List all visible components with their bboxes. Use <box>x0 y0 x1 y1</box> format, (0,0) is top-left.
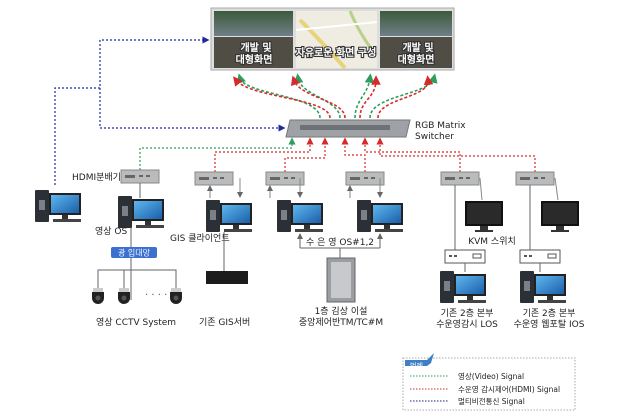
cctv-label: 영상 CCTV System <box>96 317 176 328</box>
legend-title: 범례 <box>410 361 423 370</box>
hdmi-signal-lines <box>214 137 536 172</box>
cctv-camera-icon <box>170 288 182 304</box>
video-wall: 개발 및 대형화면 자유로운 화면 구성 개발 및 대형화면 <box>210 7 455 71</box>
gis-kvm-extender <box>194 171 234 186</box>
network-badge <box>111 247 157 258</box>
ios-label-1: 기존 2층 본부 <box>523 308 576 319</box>
screen-right-label-2: 대형화면 <box>398 53 435 66</box>
gis-server <box>206 271 248 284</box>
rgb-matrix-switcher: RGB Matrix Switcher <box>285 119 466 142</box>
screen-center-label: 자유로운 화면 구성 <box>296 46 377 59</box>
switcher-output-lines <box>233 73 438 119</box>
screen-left-label-2: 대형화면 <box>236 53 273 66</box>
hdmi-splitter-label: HDMI분배기 <box>72 172 121 183</box>
legend-video-label: 영상(Video) Signal <box>458 371 524 381</box>
gis-server-label: 기존 GIS서버 <box>199 317 250 328</box>
screen-center-map: 자유로운 화면 구성 <box>295 10 377 70</box>
switcher-label-1: RGB Matrix <box>415 121 466 131</box>
cctv-camera-icon <box>92 288 104 304</box>
ios-pc <box>520 271 566 303</box>
legend-hdmi-label: 수운영 감시제어(HDMI) Signal <box>458 384 560 394</box>
os2-extender <box>345 171 385 186</box>
ios-monitor <box>541 201 579 232</box>
network-label: 광 입대망 <box>118 248 151 258</box>
los-label-2: 수운영감시 LOS <box>436 318 498 330</box>
kvm-switch-ios <box>519 249 561 264</box>
central-rack <box>326 257 356 303</box>
multivision-pc <box>35 190 81 222</box>
screen-left: 개발 및 대형화면 <box>214 11 293 68</box>
los-extender <box>440 171 480 186</box>
video-signal-lines <box>139 137 296 170</box>
os2-pc <box>357 200 403 232</box>
hdmi-splitter <box>120 169 160 184</box>
switcher-label-2: Switcher <box>415 132 454 142</box>
legend-multivision-label: 멀티비전통신 Signal <box>458 396 525 406</box>
kvm-switch-los <box>444 249 486 264</box>
screen-right-label-1: 개발 및 <box>402 41 433 54</box>
kvm-label: KVM 스위치 <box>468 235 516 247</box>
central-label-2: 중앙제어반TM/TC#M <box>299 316 383 328</box>
multivision-lines <box>54 36 286 185</box>
screen-left-label-1: 개발 및 <box>240 41 271 54</box>
ios-label-2: 수운영 웹포탈 IOS <box>514 319 585 330</box>
cctv-ellipsis: · · · · <box>145 290 167 301</box>
screen-right: 개발 및 대형화면 <box>380 11 452 68</box>
legend: 범례 영상(Video) Signal 수운영 감시제어(HDMI) Signa… <box>402 353 576 411</box>
central-label-1: 1층 김상 이설 <box>315 305 368 317</box>
los-label-1: 기존 2층 본부 <box>441 308 494 319</box>
gis-client-label: GIS 클라이언트 <box>170 232 230 244</box>
los-pc <box>440 271 486 303</box>
video-os-label: 영상 OS <box>95 226 128 237</box>
ios-extender <box>515 171 555 186</box>
os1-pc <box>277 200 323 232</box>
os1-extender <box>265 171 305 186</box>
gis-client-pc <box>206 200 252 232</box>
cctv-camera-icon <box>118 288 130 304</box>
los-monitor <box>465 201 503 232</box>
video-os-pc <box>118 196 164 228</box>
os12-label: 수 은 영 OS#1,2 <box>306 237 374 248</box>
